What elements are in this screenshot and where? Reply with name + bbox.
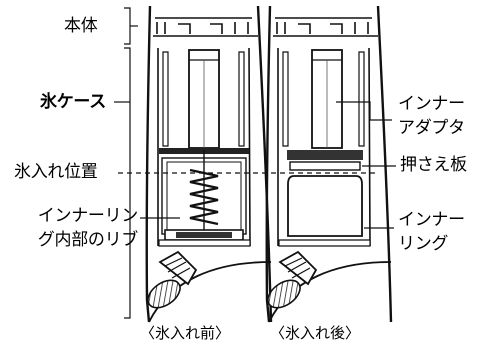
bracket-ice-case xyxy=(124,47,131,319)
label-inner-ring-rib-line2: グ内部のリブ xyxy=(37,230,139,250)
valve-mechanism-left xyxy=(147,250,198,309)
label-inner-adapter-line1: インナー xyxy=(398,94,465,114)
device-after xyxy=(265,5,393,323)
ice-block xyxy=(287,175,363,237)
inner-wall-left xyxy=(157,47,251,247)
label-ice-case: 氷ケース xyxy=(40,92,106,112)
label-ice-fill-position: 氷入れ位置 xyxy=(14,162,98,182)
caption-after: 〈氷入れ後〉 xyxy=(270,324,361,342)
outer-shell-left xyxy=(145,5,273,323)
inner-wall-right xyxy=(277,47,371,247)
top-cap-right xyxy=(273,17,378,37)
label-inner-ring-rib-line1: インナーリン xyxy=(37,206,139,226)
pressing-plate-shape xyxy=(287,150,363,160)
label-main-body: 本体 xyxy=(64,16,98,36)
bracket-main-body xyxy=(124,7,131,45)
caption-before: 〈氷入れ前〉 xyxy=(140,324,231,342)
label-inner-ring-line2: リング xyxy=(398,234,449,254)
top-cap-left xyxy=(153,17,258,37)
outer-shell-right xyxy=(265,5,393,323)
valve-mechanism-right xyxy=(267,250,318,309)
label-pressing-plate: 押さえ板 xyxy=(400,155,467,175)
leader-lines xyxy=(114,7,396,319)
label-inner-ring-line1: インナー xyxy=(398,210,465,230)
device-before xyxy=(145,5,273,323)
spring xyxy=(189,168,219,226)
label-inner-adapter-line2: アダプタ xyxy=(398,118,465,138)
